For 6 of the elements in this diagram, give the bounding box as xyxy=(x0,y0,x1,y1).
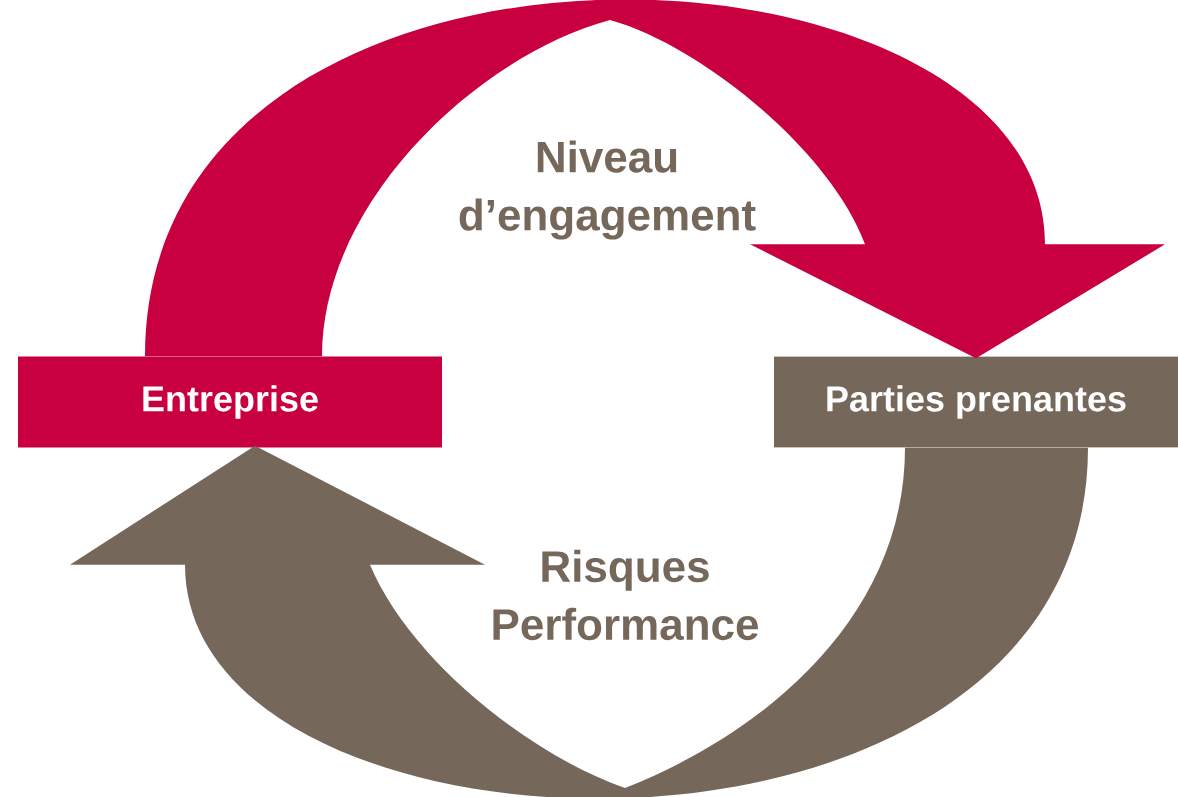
curved-arrow xyxy=(70,445,1088,797)
curved-arrow xyxy=(145,0,1165,359)
label-box: Parties prenantes xyxy=(774,356,1178,448)
label-box: Entreprise xyxy=(18,356,442,448)
edge-label: Risques Performance xyxy=(493,549,758,641)
edge-label: Niveau d’engagement xyxy=(459,140,756,240)
